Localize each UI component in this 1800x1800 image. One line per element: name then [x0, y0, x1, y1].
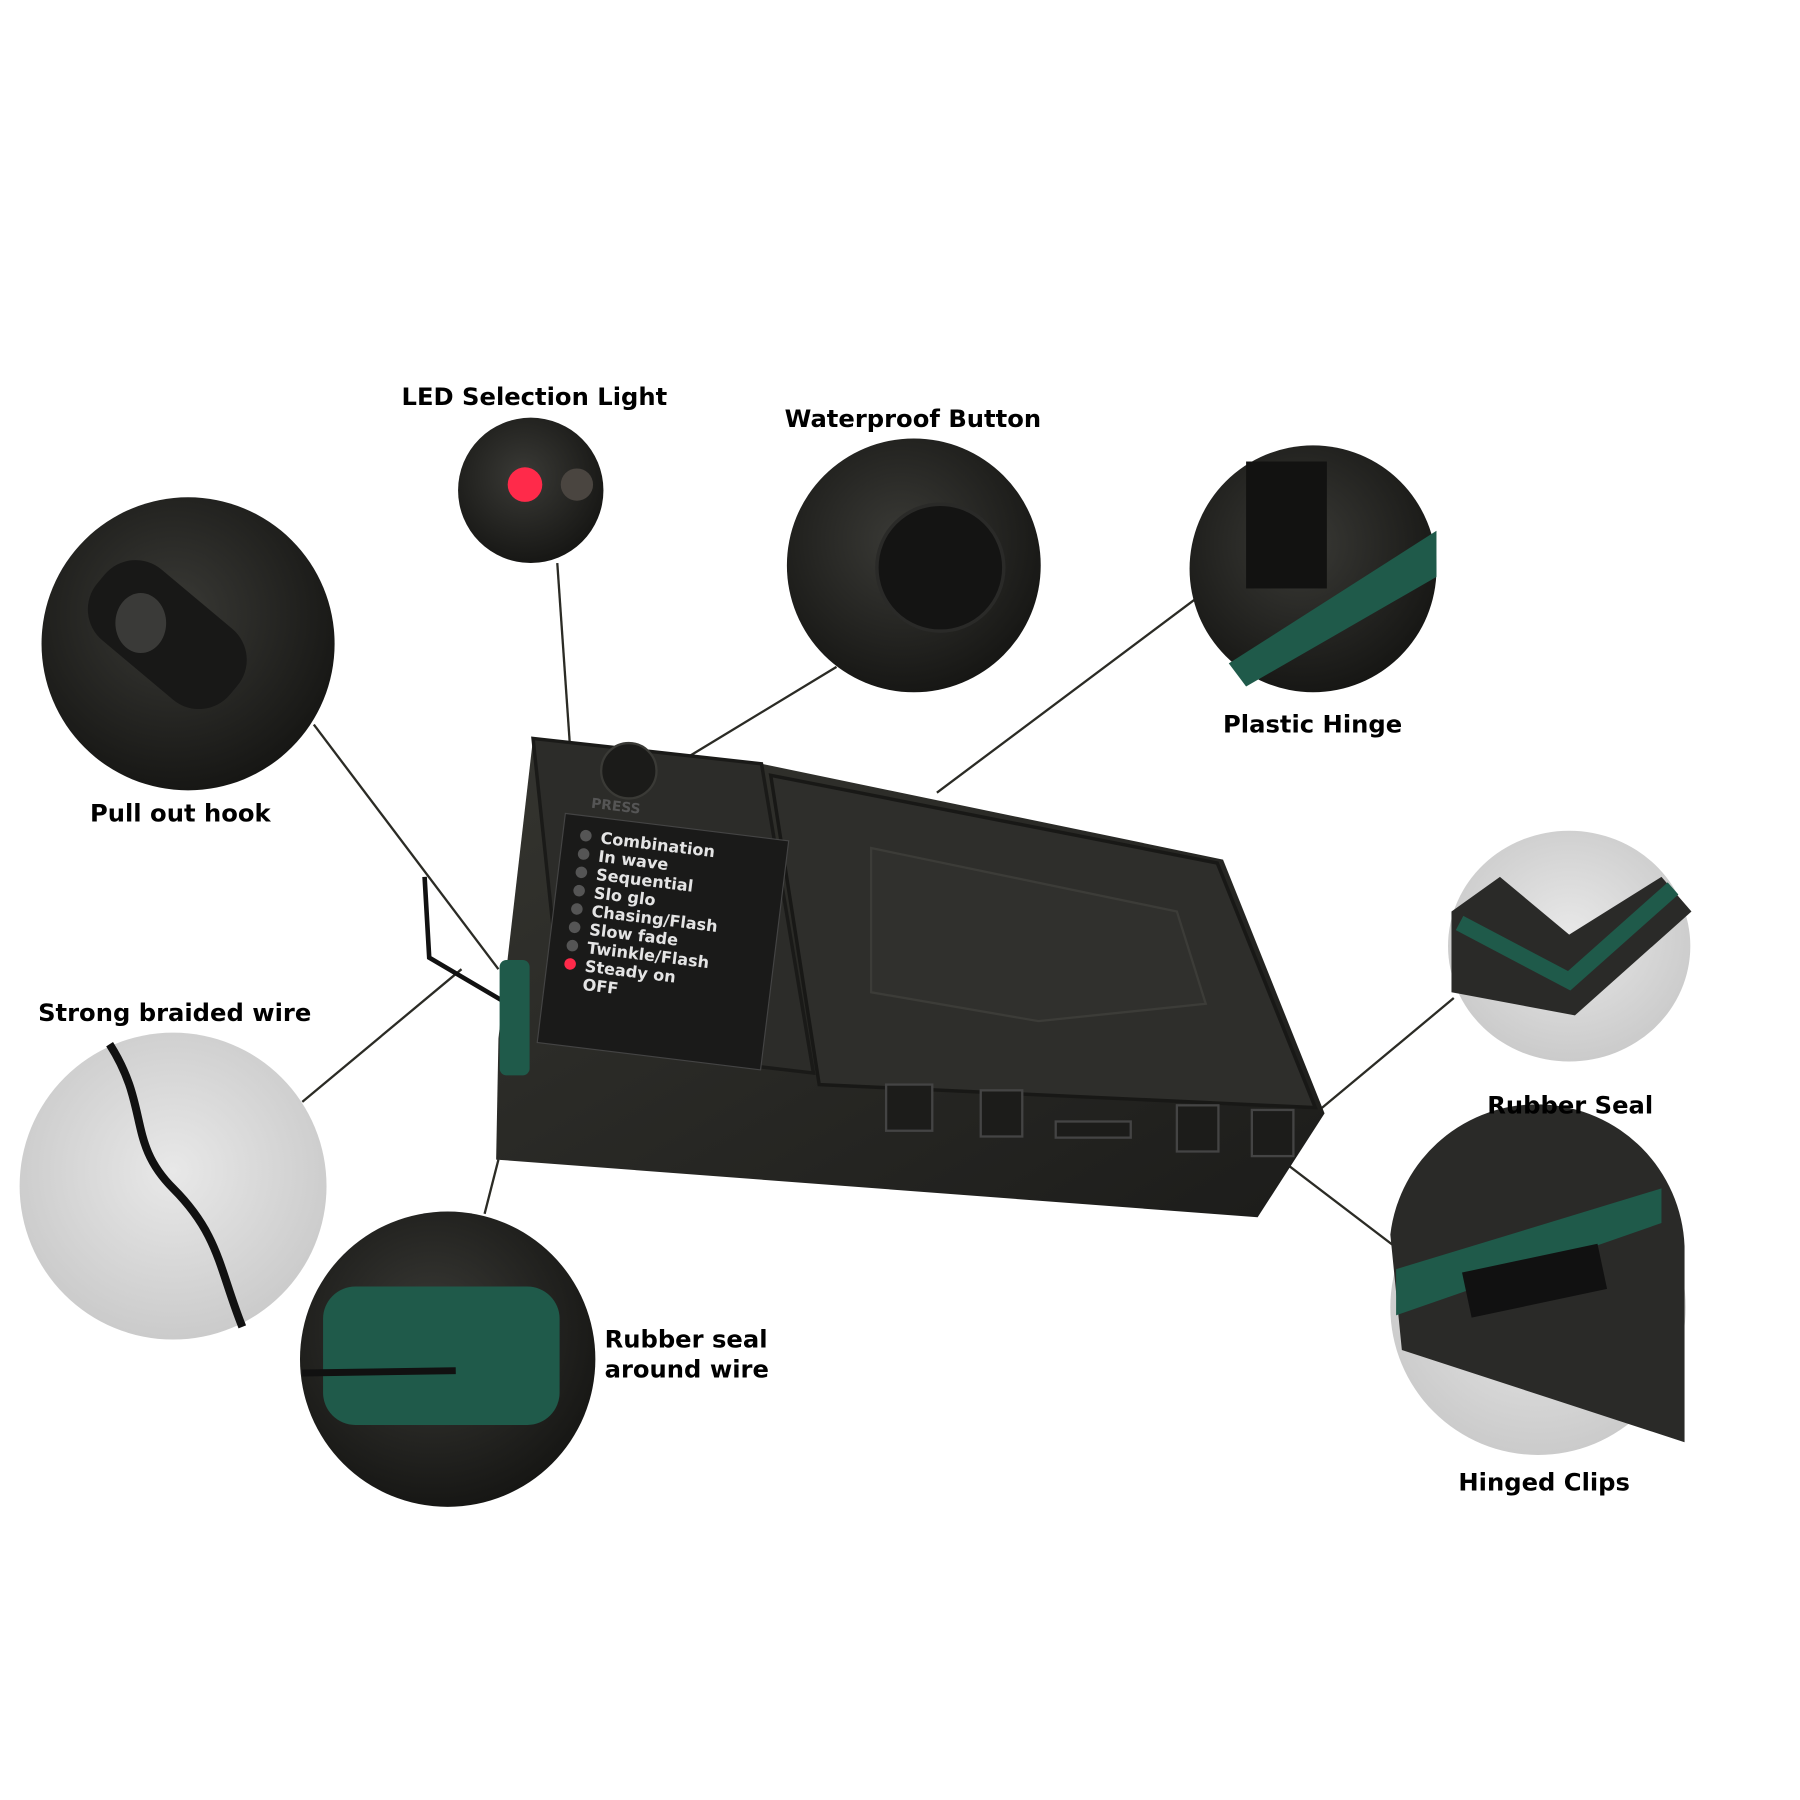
led-red-icon: [507, 467, 543, 502]
mode-item: OFF: [582, 975, 620, 998]
waterproof-button-icon: [875, 502, 1006, 633]
callout-button: Waterproof Button: [784, 404, 1042, 433]
callout-hinge: Plastic Hinge: [1223, 710, 1403, 739]
callout-wire: Strong braided wire: [38, 999, 312, 1027]
hinged-clips: [884, 1083, 1295, 1158]
seal-leader-line: [1314, 997, 1455, 1115]
clips-leader-line: [1280, 1158, 1403, 1253]
battery-box: PRESS Combination In wave Sequential Slo…: [422, 736, 1325, 1218]
hook-icon: [87, 560, 247, 710]
wire-seal-leader-line: [483, 1159, 500, 1215]
callout-wire-seal-line1: Rubber seal: [604, 1325, 768, 1354]
leader-lines: [301, 562, 1455, 1253]
callout-led: LED Selection Light: [401, 383, 668, 411]
braided-wire-icon: [106, 1042, 247, 1329]
hinge-leader-line: [936, 599, 1195, 794]
active-led-icon: [564, 958, 576, 970]
callout-seal: Rubber Seal: [1487, 1091, 1654, 1120]
press-label: PRESS: [590, 796, 641, 818]
rubber-seal-icon: [323, 1286, 560, 1425]
wire: [422, 876, 509, 1006]
wire-leader-line: [301, 968, 463, 1103]
callout-wire-seal-line2: around wire: [604, 1355, 769, 1384]
wire-rubber-seal: [499, 959, 530, 1076]
mode-list: Combination In wave Sequential Slo glo C…: [564, 828, 719, 998]
button-leader-line: [689, 665, 838, 757]
press-button[interactable]: [599, 741, 658, 800]
callout-hook: Pull out hook: [89, 799, 271, 828]
hook-leader-line: [312, 723, 500, 970]
callout-clips: Hinged Clips: [1458, 1468, 1630, 1497]
